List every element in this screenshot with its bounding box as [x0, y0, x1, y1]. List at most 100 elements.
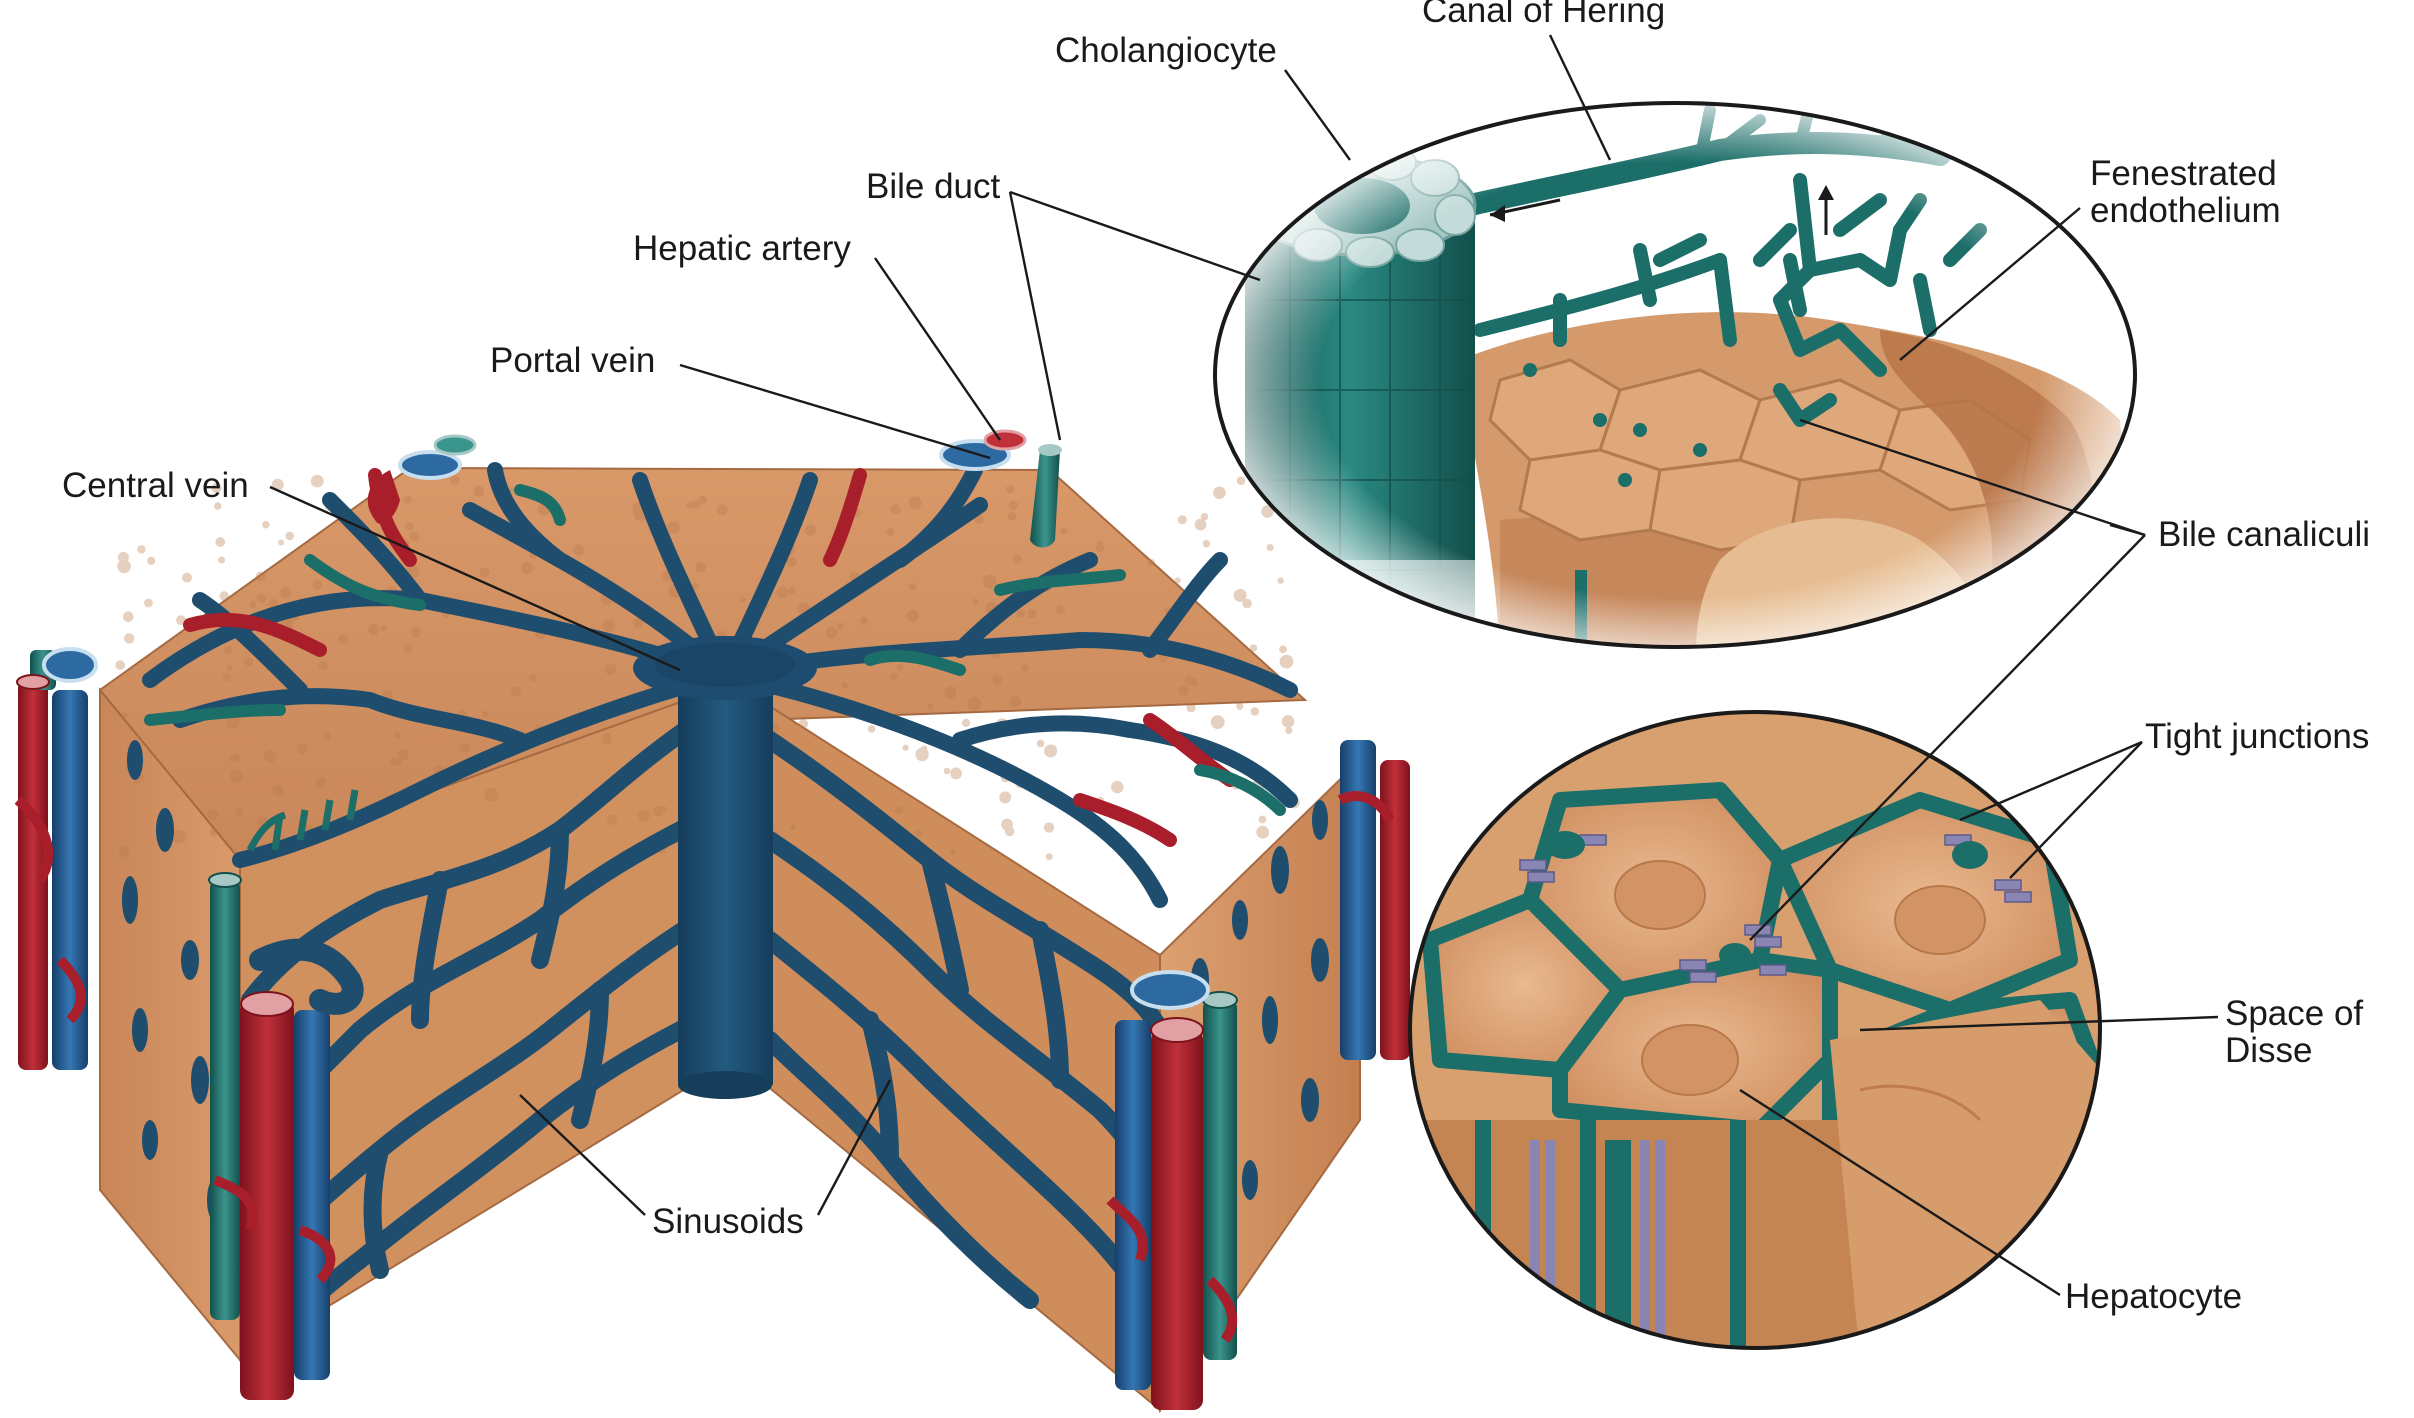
hepatocyte-texture-dot: [1178, 515, 1187, 524]
hepatocyte-texture-dot: [182, 573, 192, 583]
hepatocyte-texture-dot: [605, 663, 617, 675]
hepatocyte-texture-dot: [944, 768, 951, 775]
hepatocyte-texture-dot: [1236, 703, 1243, 710]
hepatocyte-texture-dot: [1279, 645, 1287, 653]
hepatocyte-texture-dot: [1282, 715, 1295, 728]
hepatocyte-texture-dot: [868, 725, 876, 733]
hepatocyte-texture-dot: [257, 593, 266, 602]
hepatocyte-texture-dot: [1056, 605, 1065, 614]
hepatocyte-texture-dot: [1190, 678, 1198, 686]
hepatocyte-texture-dot: [799, 719, 808, 728]
hepatocyte-texture-dot: [891, 504, 901, 514]
hepatocyte-texture-dot: [1006, 485, 1015, 494]
hepatocyte-texture-dot: [992, 675, 1002, 685]
hepatocyte-texture-dot: [119, 846, 130, 857]
hepatocyte-texture-dot: [788, 587, 795, 594]
hepatocyte-texture-dot: [603, 620, 615, 632]
hepatocyte-texture-dot: [826, 627, 838, 639]
hepatocyte-texture-dot: [1256, 826, 1269, 839]
hepatocyte-texture-dot: [927, 703, 933, 709]
hepatocyte-texture-dot: [967, 697, 981, 711]
hepatocyte-texture-dot: [218, 557, 225, 564]
hepatocyte-texture-dot: [313, 580, 323, 590]
hepatocyte-texture-dot: [1187, 703, 1196, 712]
hepatocyte-texture-dot: [311, 475, 324, 488]
hepatocyte-texture-dot: [529, 674, 537, 682]
portal-triad-right: [1340, 740, 1410, 1060]
hepatocyte-texture-dot: [482, 711, 489, 718]
hepatocyte-texture-dot: [692, 583, 698, 589]
hepatocyte-texture-dot: [1060, 528, 1067, 535]
hepatocyte-texture-dot: [1267, 544, 1274, 551]
hepatocyte-texture-dot: [250, 601, 257, 608]
hepatocyte-texture-dot: [837, 623, 844, 630]
hepatocyte-texture-dot: [972, 599, 978, 605]
hepatocyte-texture-dot: [1195, 519, 1207, 531]
hepatocyte-texture-dot: [280, 587, 291, 598]
hepatocyte-texture-dot: [262, 521, 269, 528]
hepatocyte-texture-dot: [886, 528, 894, 536]
hepatocyte-texture-dot: [115, 660, 125, 670]
hepatocyte-texture-dot: [460, 743, 470, 753]
hepatocyte-texture-dot: [944, 686, 957, 699]
hepatocyte-texture-dot: [285, 532, 294, 541]
hepatocyte-texture-dot: [411, 628, 421, 638]
hepatocyte-texture-dot: [790, 824, 796, 830]
hepatocyte-texture-dot: [983, 575, 997, 589]
hepatocyte-texture-dot: [380, 625, 386, 631]
hepatocyte-texture-dot: [1008, 512, 1017, 521]
hepatocyte-texture-dot: [1111, 781, 1123, 793]
hepatocyte-texture-dot: [1021, 663, 1029, 671]
hepatocyte-texture-dot: [962, 719, 970, 727]
hepatocyte-texture-dot: [398, 749, 409, 760]
hepatocyte-texture-dot: [573, 544, 584, 555]
hepatocyte-texture-dot: [511, 686, 522, 697]
hepatocyte-texture-dot: [368, 624, 379, 635]
hepatocyte-texture-dot: [264, 750, 277, 763]
label-sinusoids: Sinusoids: [652, 1202, 804, 1241]
label-central-vein: Central vein: [62, 466, 249, 505]
hepatocyte-texture-dot: [124, 633, 134, 643]
label-cholangiocyte: Cholangiocyte: [1055, 31, 1277, 70]
hepatocyte-texture-dot: [484, 788, 498, 802]
hepatocyte-texture-dot: [1044, 745, 1057, 758]
label-space-of-disse-2: Disse: [2225, 1031, 2313, 1070]
hepatocyte-texture-dot: [410, 532, 420, 542]
hepatocyte-texture-dot: [1285, 727, 1292, 734]
hepatocyte-texture-dot: [1017, 609, 1025, 617]
hepatocyte-texture-dot: [521, 562, 533, 574]
hepatocyte-texture-dot: [236, 808, 244, 816]
hepatocyte-texture-dot: [232, 754, 240, 762]
hepatocyte-texture-dot: [1278, 577, 1284, 583]
label-fenestrated-endothelium-2: endothelium: [2090, 191, 2281, 230]
hepatocyte-texture-dot: [1013, 555, 1022, 564]
label-tight-junctions: Tight junctions: [2145, 717, 2369, 756]
hepatocyte-texture-dot: [1175, 577, 1181, 583]
hepatocyte-texture-dot: [686, 502, 693, 509]
hepatocyte-texture-dot: [1001, 819, 1013, 831]
hepatocyte-texture-dot: [607, 815, 618, 826]
hepatocyte-texture-dot: [172, 830, 186, 844]
hepatocyte-texture-dot: [1159, 655, 1167, 663]
hepatocyte-texture-dot: [479, 567, 489, 577]
hepatocyte-texture-dot: [210, 828, 218, 836]
hepatocyte-texture-dot: [915, 748, 928, 761]
hepatocyte-texture-dot: [224, 646, 233, 655]
hepatocyte-texture-dot: [121, 712, 128, 719]
hepatocyte-texture-dot: [1009, 695, 1021, 707]
hepatocyte-texture-dot: [638, 809, 650, 821]
hepatocyte-texture-dot: [137, 545, 145, 553]
hepatocyte-texture-dot: [338, 634, 348, 644]
hepatocyte-texture-dot: [323, 732, 331, 740]
hepatocyte-texture-dot: [787, 557, 798, 568]
hepatocyte-texture-dot: [403, 643, 413, 653]
hepatocyte-texture-dot: [220, 591, 229, 600]
hepatocyte-texture-dot: [950, 849, 956, 855]
hepatocyte-texture-dot: [403, 495, 412, 504]
hepatocyte-texture-dot: [223, 674, 231, 682]
hepatocyte-texture-dot: [1037, 740, 1045, 748]
label-canal-of-hering: Canal of Hering: [1422, 0, 1665, 30]
hepatocyte-texture-dot: [891, 673, 898, 680]
hepatocyte-texture-dot: [740, 597, 746, 603]
